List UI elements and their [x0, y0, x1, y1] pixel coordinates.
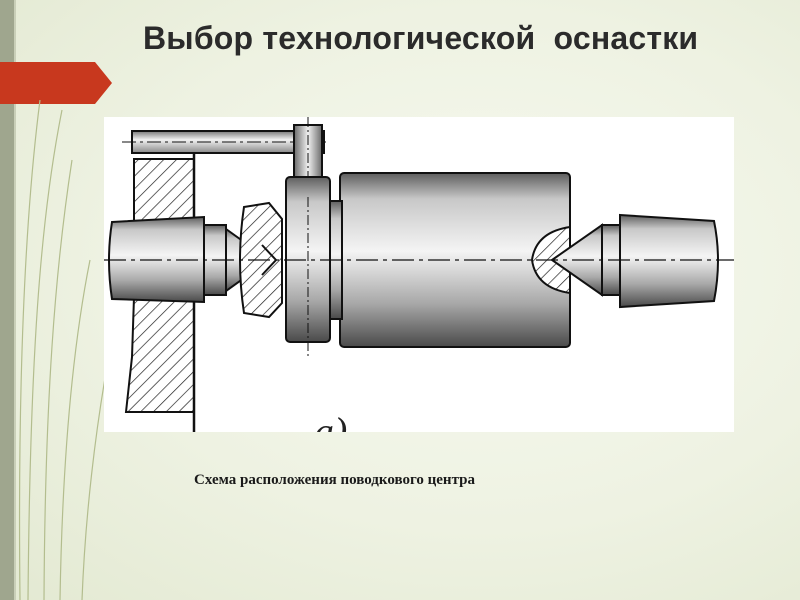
- figure-caption: Схема расположения поводкового центра: [194, 472, 475, 488]
- accent-arrow-shape: [0, 62, 112, 104]
- left-decorative-bar: [0, 0, 14, 600]
- slide-title: Выбор технологической оснастки: [143, 20, 699, 56]
- driving-center-diagram: а): [104, 117, 734, 432]
- figure-label: а): [314, 409, 347, 432]
- mechanical-drawing: а): [104, 117, 734, 432]
- left-decorative-stripe: [14, 0, 16, 600]
- tailstock-center: [550, 213, 719, 309]
